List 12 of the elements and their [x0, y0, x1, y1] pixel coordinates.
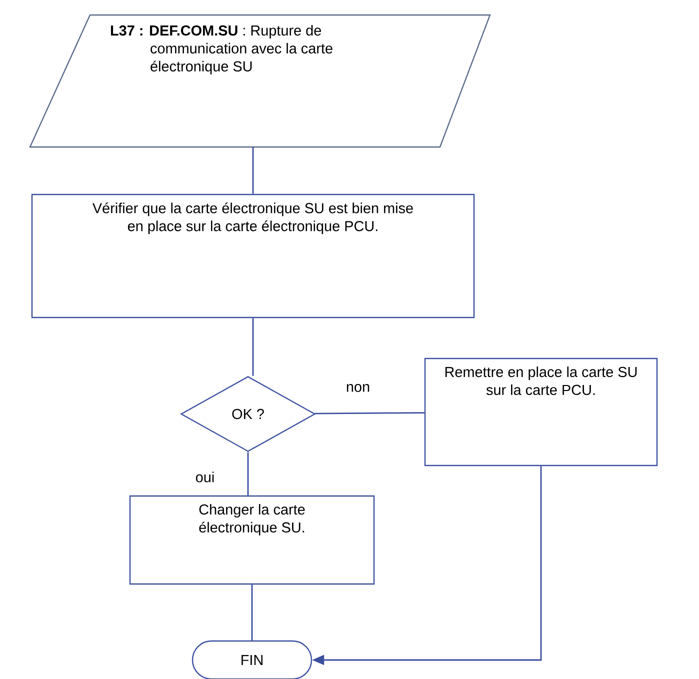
edge-label: non — [346, 384, 370, 392]
process-box: Changer la carte électronique SU. — [129, 495, 375, 585]
connector — [251, 584, 253, 640]
process-box: Remettre en place la carte SU sur la carte PCU. — [424, 358, 658, 466]
connector — [314, 412, 424, 414]
edge-label: oui — [196, 472, 214, 482]
connector — [247, 452, 249, 496]
connector — [252, 147, 254, 194]
process-box: Vérifier que la carte électronique SU est bien mise en place sur la carte électronique PCU. — [31, 194, 475, 318]
terminator: FIN — [192, 640, 312, 679]
connector — [252, 318, 254, 376]
input-parallelogram: L37 : DEF.COM.SU : Rupture de communication avec la carte électronique SU — [29, 14, 491, 148]
